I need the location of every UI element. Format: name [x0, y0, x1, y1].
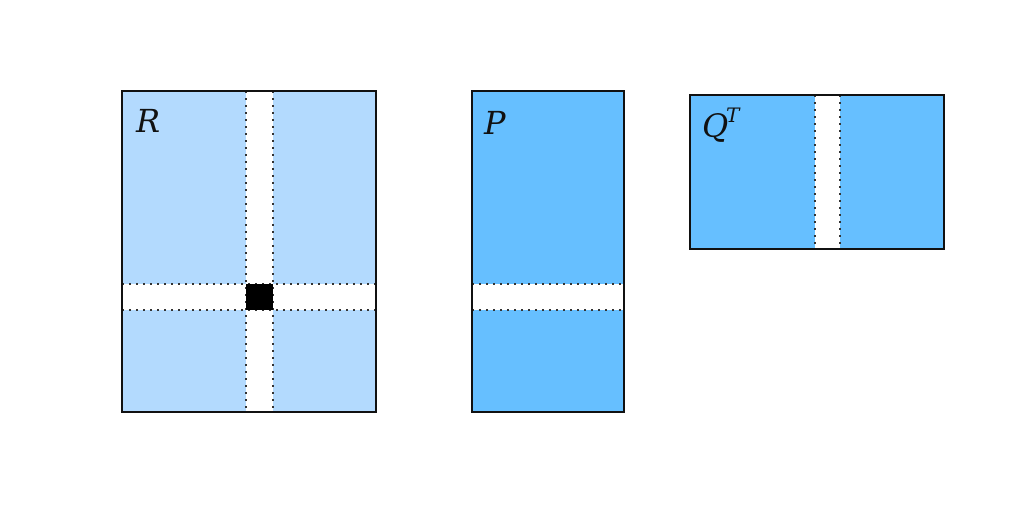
matrix-p-label: P: [483, 104, 506, 142]
matrix-qt-label: Q: [702, 107, 728, 145]
matrix-p-body: [472, 91, 624, 412]
matrix-r-border: [121, 90, 377, 413]
matrix-p-border: [471, 90, 625, 413]
matrix-r-selected-cell: [246, 284, 273, 310]
matrix-qt-border: [689, 94, 945, 250]
matrix-p: P: [471, 90, 625, 413]
matrix-r-column-band: [246, 91, 273, 412]
matrix-r-label: R: [135, 102, 160, 140]
matrix-qt-column-band: [815, 95, 840, 249]
matrix-r: R: [121, 90, 377, 413]
matrix-p-row-band: [472, 284, 624, 310]
matrix-qt: Q T: [689, 94, 945, 250]
matrix-qt-superscript: T: [726, 103, 741, 127]
